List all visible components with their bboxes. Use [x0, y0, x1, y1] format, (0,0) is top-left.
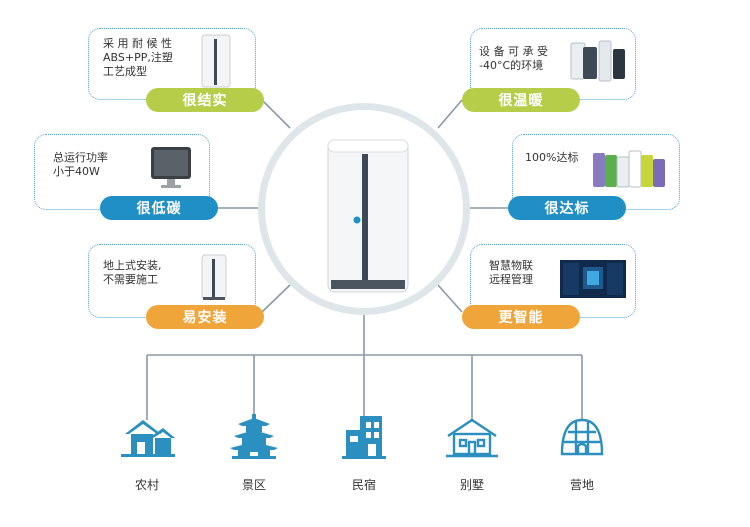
scene-homestay: 民宿	[324, 412, 404, 493]
villa-icon	[446, 418, 498, 458]
scene-label: 景区	[241, 478, 266, 492]
monitor-thumbnail	[151, 147, 191, 188]
feature-title-easy-install: 易安装	[146, 305, 264, 329]
scene-label: 民宿	[351, 478, 376, 492]
feature-title-standard: 很达标	[508, 196, 626, 220]
scene-villa: 别墅	[432, 412, 512, 493]
center-product-circle	[258, 103, 470, 315]
scene-scenic-area: 景区	[214, 412, 294, 493]
feature-desc: 地上式安装, 不需要施工	[103, 259, 162, 286]
village-icon	[121, 420, 175, 457]
feature-desc: 智慧物联 远程管理	[489, 259, 533, 286]
colorful-units-thumbnail	[593, 150, 665, 188]
scene-label: 农村	[134, 478, 159, 492]
toilet-unit-thumbnail	[201, 34, 231, 88]
unit-group-thumbnail	[570, 40, 625, 82]
scene-village: 农村	[107, 412, 187, 493]
homestay-icon	[342, 416, 386, 459]
feature-title-smart: 更智能	[462, 305, 580, 329]
feature-title-warm: 很温暖	[462, 88, 580, 112]
feature-desc: 采 用 耐 候 性 ABS+PP,注塑 工艺成型	[103, 37, 173, 78]
feature-desc: 100%达标	[525, 151, 579, 164]
dashboard-thumbnail	[560, 260, 626, 298]
camp-icon	[560, 418, 604, 456]
toilet-unit-image	[327, 139, 409, 293]
scene-camp: 营地	[542, 412, 622, 493]
feature-title-low-carbon: 很低碳	[100, 196, 218, 220]
pagoda-icon	[230, 414, 278, 459]
feature-desc: 设 备 可 承 受 -40°C的环境	[479, 45, 548, 72]
feature-title-sturdy: 很结实	[146, 88, 264, 112]
scene-label: 别墅	[459, 478, 484, 492]
scene-label: 营地	[569, 478, 594, 492]
feature-desc: 总运行功率 小于40W	[53, 151, 108, 178]
toilet-unit-thumbnail	[201, 254, 227, 300]
